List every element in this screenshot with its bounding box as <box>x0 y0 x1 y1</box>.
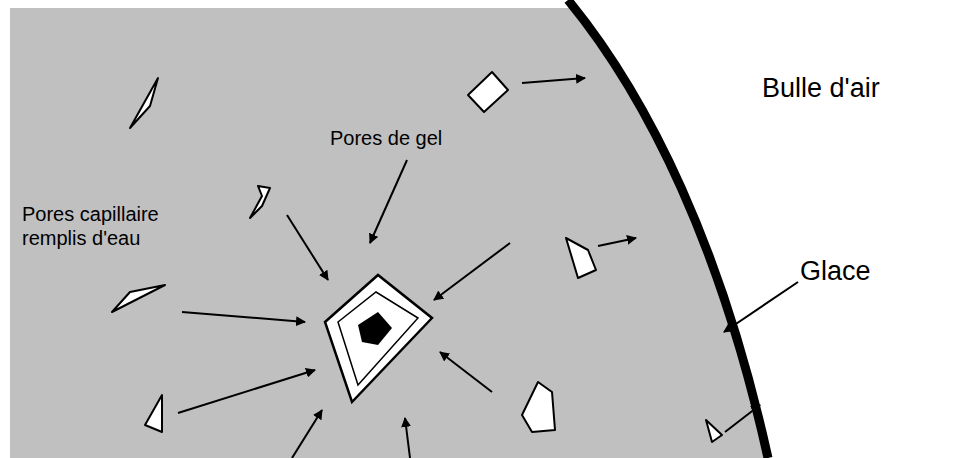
capillary-pores <box>112 72 722 442</box>
gel-pore <box>325 275 432 402</box>
flow-arrows <box>178 78 798 458</box>
bubble-label: Bulle d'air <box>762 72 942 104</box>
air-bubble <box>568 0 958 458</box>
bubble-region: Bulle d'air <box>762 72 942 104</box>
capillary-pore-label: Pores capillaire remplis d'eau <box>22 202 202 250</box>
ice-layer <box>568 0 768 458</box>
gel-pore-label: Pores de gel <box>330 126 490 150</box>
ice-label: Glace <box>800 255 900 287</box>
